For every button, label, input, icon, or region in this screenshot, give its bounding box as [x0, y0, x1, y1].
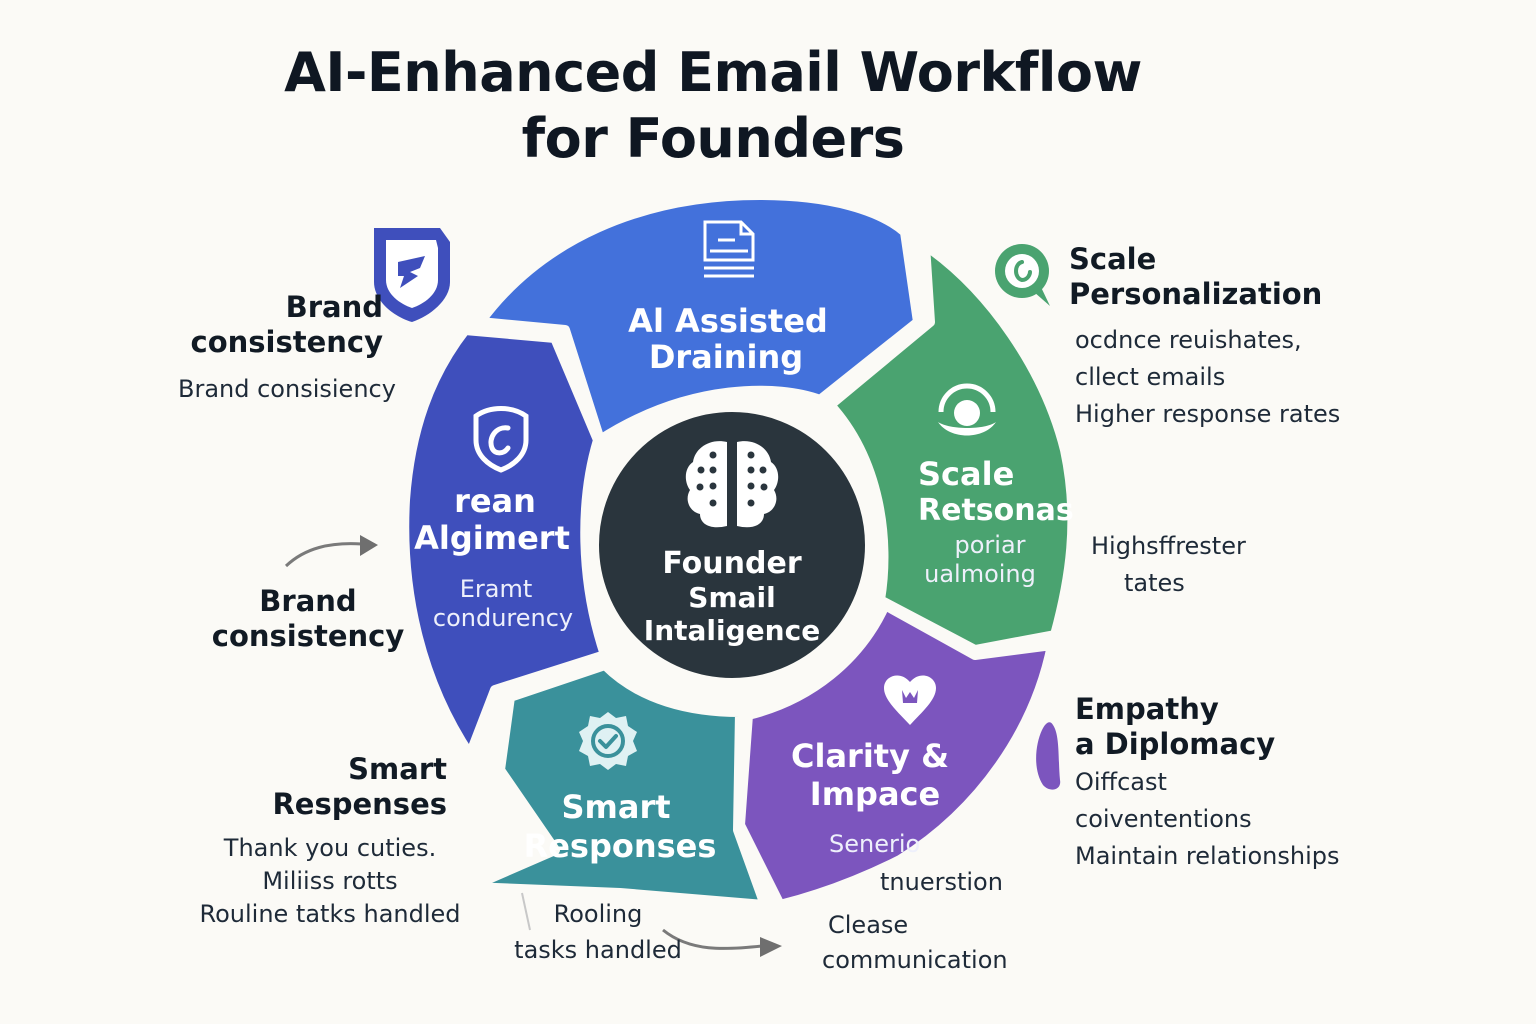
segment-scale[interactable]	[825, 240, 1078, 655]
callout-smart-lines: Thank you cuties. Miliiss rotts Rouline …	[190, 832, 470, 931]
callout-clarity-bottom: tnuerstion	[880, 864, 1003, 901]
center-line-2: Smail	[688, 581, 775, 614]
team-sub-1: Eramt	[460, 575, 533, 603]
ai-assisted-title-2: Draining	[649, 338, 803, 376]
heart-icon	[884, 675, 936, 725]
callout-smart-responses: Smart Respenses	[200, 752, 447, 822]
callout-heading: a Diplomacy	[1075, 727, 1276, 761]
callout-line: Maintain relationships	[1075, 842, 1340, 870]
chat-bubble-icon	[995, 244, 1050, 306]
callout-heading: Empathy	[1075, 692, 1219, 726]
callout-heading: Smart	[348, 752, 447, 786]
callout-heading: Personalization	[1069, 277, 1323, 311]
clarity-title-2: Impace	[810, 775, 940, 813]
callout-line: Highsffrester	[1091, 532, 1246, 560]
callout-brand-consistency-mid: Brand consistency	[200, 584, 416, 654]
divider-line	[521, 892, 531, 931]
callout-heading: Respenses	[272, 787, 447, 821]
shield-icon	[473, 406, 529, 473]
callout-empathy-diplomacy: Empathy a Diplomacy Oiffcast coivententi…	[1075, 692, 1340, 875]
callout-higher-rates: Highsffrester tates	[1091, 528, 1246, 602]
segment-team-alignment[interactable]	[399, 325, 610, 760]
scale-title-1: Scale	[918, 455, 1014, 493]
callout-line: Brand consisiency	[178, 375, 396, 403]
document-icon	[703, 220, 755, 278]
callout-line: Oiffcast	[1075, 768, 1167, 796]
callout-line: Rooling	[553, 900, 643, 928]
callout-line: cllect emails	[1075, 363, 1226, 391]
callout-heading: consistency	[211, 619, 405, 653]
callout-line: Rouline tatks handled	[199, 900, 461, 928]
smart-title-1: Smart	[561, 788, 670, 826]
scale-sub-1: poriar	[954, 531, 1025, 559]
callout-brand-consistency-sub: Brand consisiency	[178, 371, 396, 408]
callout-line: ocdnce reuishates,	[1075, 326, 1302, 354]
ai-assisted-title-1: Al Assisted	[628, 302, 828, 340]
scale-title-2: Retsonas	[918, 493, 1074, 528]
badge-check-icon	[579, 712, 637, 770]
callout-line: Higher response rates	[1075, 400, 1341, 428]
callout-rooling: Rooling tasks handled	[500, 896, 696, 968]
callout-scale-lines: ocdnce reuishates, cllect emails Higher …	[1075, 322, 1340, 433]
callout-line: tates	[1124, 569, 1185, 597]
shield-icon	[374, 228, 450, 322]
callout-scale-personalization: Scale Personalization	[1069, 242, 1322, 312]
center-line-3: Intaligence	[644, 614, 820, 647]
person-circle-icon	[938, 383, 996, 436]
brain-icon	[685, 441, 779, 528]
callout-line: tnuerstion	[880, 868, 1003, 896]
callout-line: Miliiss rotts	[262, 867, 398, 895]
scale-sub-2: ualmoing	[924, 560, 1036, 588]
segment-ai-assisted[interactable]	[475, 190, 923, 445]
title-line-1: AI-Enhanced Email Workflow	[284, 41, 1142, 104]
callout-line: communication	[822, 946, 1008, 974]
center-line-1: Founder	[662, 546, 801, 581]
segment-clarity[interactable]	[735, 600, 1057, 910]
callout-heading: Scale	[1069, 242, 1157, 276]
callout-line: Thank you cuties.	[223, 834, 437, 862]
smart-title-2: Responses	[524, 827, 717, 865]
clarity-sub-1: Senerio	[829, 830, 920, 858]
page-title: AI-Enhanced Email Workflow for Founders	[0, 40, 1426, 172]
callout-line: tasks handled	[514, 936, 682, 964]
title-line-2: for Founders	[521, 107, 905, 170]
team-sub-2: condurency	[433, 604, 573, 632]
callout-clease: Clease communication	[822, 908, 1008, 978]
callout-heading: consistency	[190, 325, 384, 359]
arrow-icon	[662, 928, 782, 957]
clarity-title-1: Clarity &	[791, 737, 949, 775]
team-title-1: rean	[454, 482, 536, 520]
callout-brand-consistency-top: Brand consistency	[150, 290, 384, 360]
callout-line: coivententions	[1075, 805, 1252, 833]
segment-smart-responses[interactable]	[465, 660, 770, 910]
callout-line: Clease	[828, 911, 909, 939]
callout-heading: Brand	[285, 290, 383, 324]
decorative-blob	[1036, 722, 1061, 790]
team-title-2: Algimert	[414, 519, 570, 557]
callout-heading: Brand	[259, 584, 357, 618]
arrow-icon	[284, 535, 378, 568]
center-hub[interactable]	[589, 402, 875, 688]
